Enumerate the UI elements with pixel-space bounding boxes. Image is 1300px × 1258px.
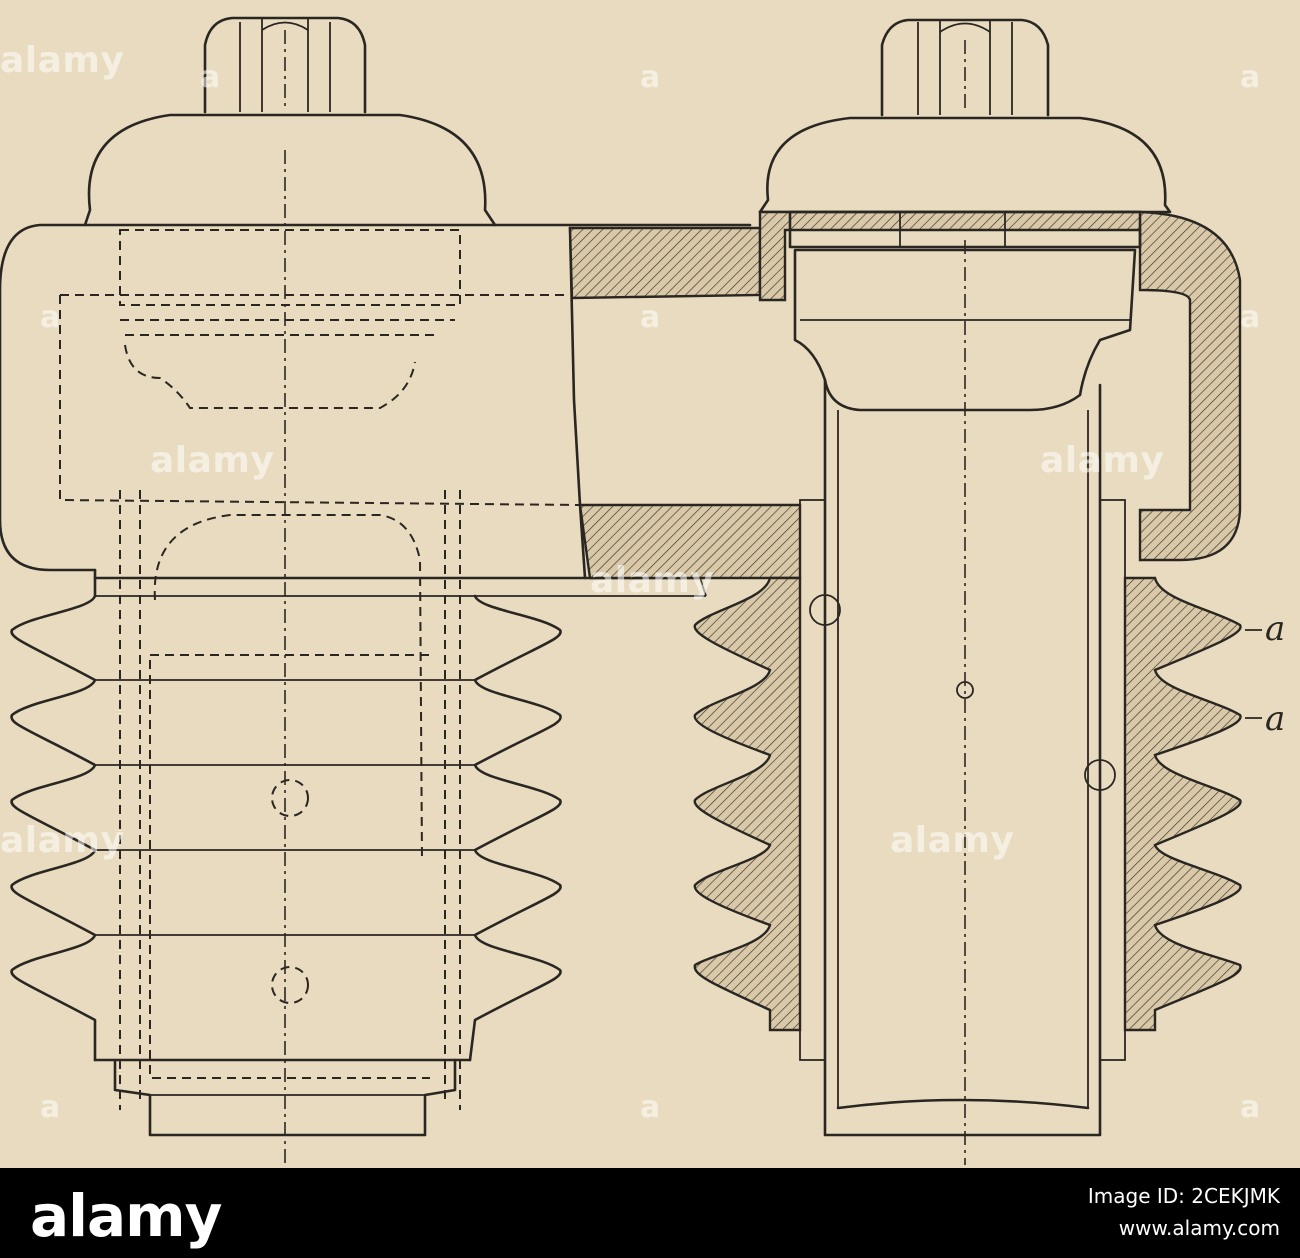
left-skirts-profile-left	[10, 594, 97, 1062]
watermark-letter-1: a	[200, 60, 221, 95]
watermark-letter-2: a	[640, 60, 661, 95]
watermark-brand-4: alamy	[0, 820, 125, 861]
watermark-brand-2: alamy	[150, 440, 275, 481]
right-clamp-hatch	[758, 210, 1242, 562]
left-bottom-pin	[113, 1058, 457, 1137]
insulator-technical-drawing: a a alamy alamy alamy alamy alamy alamy …	[0, 16, 1286, 1165]
watermark-letter-6: a	[1240, 300, 1261, 335]
bar-section-hatch	[568, 226, 762, 300]
watermark-letter-4: a	[40, 300, 61, 335]
watermark-brand-3: alamy	[1040, 440, 1165, 481]
drawing-canvas: a a	[0, 16, 1285, 1165]
left-head-body	[0, 223, 97, 572]
left-skirts-profile-right	[468, 594, 562, 1062]
right-skirts-right-hatch	[1123, 576, 1242, 1032]
right-skirts-left-hatch	[693, 576, 802, 1032]
right-dome-cap	[758, 116, 1172, 214]
watermark-letter-9: a	[1240, 1090, 1261, 1125]
watermark-letter-3: a	[1240, 60, 1261, 95]
label-a-lower: a	[1265, 699, 1285, 739]
label-a-upper: a	[1265, 609, 1285, 649]
watermark-brand-5: alamy	[590, 560, 715, 601]
watermark-letter-7: a	[40, 1090, 61, 1125]
watermark-brand-6: alamy	[890, 820, 1015, 861]
right-nut	[880, 18, 1050, 117]
watermark-letter-8: a	[640, 1090, 661, 1125]
right-section-view: a a	[568, 18, 1285, 1165]
stock-footer-bar: alamy Image ID: 2CEKJMK www.alamy.com	[0, 1168, 1300, 1258]
left-elevation-view	[0, 16, 752, 1165]
left-dome-cap	[83, 113, 497, 227]
left-hidden-channel	[59, 294, 581, 506]
footer-image-id: Image ID: 2CEKJMK	[1087, 1184, 1280, 1208]
footer-url: www.alamy.com	[1118, 1216, 1280, 1240]
right-tube	[823, 378, 1102, 1137]
left-nut	[203, 16, 367, 114]
footer-logo: alamy	[30, 1182, 222, 1250]
watermark-brand-1: alamy	[0, 40, 125, 81]
watermark-letter-5: a	[640, 300, 661, 335]
